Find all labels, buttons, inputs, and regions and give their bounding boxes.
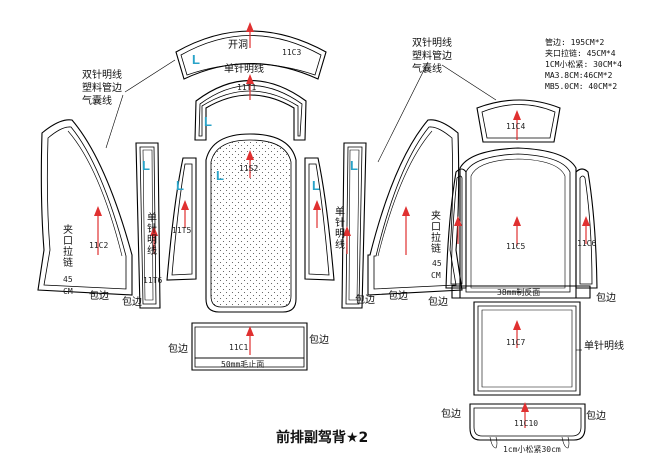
leader-lines (105, 59, 582, 351)
piece-11T5 (166, 157, 197, 281)
spec-piping: 管边: 195CM*2 (545, 37, 605, 47)
label-zipper-right-unit: CM (431, 271, 441, 280)
spec-elastic: 1CM小松紧: 30CM*4 (545, 59, 622, 69)
spec-mb: MB5.0CM: 40CM*2 (545, 82, 617, 91)
label-airbag-line-left: 气囊线 (82, 94, 112, 107)
piece-11C3 (175, 30, 327, 80)
L-mark: L (176, 178, 184, 193)
label-strip-38mm: 38mm制反面 (497, 287, 540, 297)
label-binding: 包边 (89, 289, 109, 302)
grain-arrows (94, 22, 590, 428)
label-zipper-left-unit: CM (63, 287, 73, 296)
code-11C3: 11C3 (282, 48, 301, 57)
label-zipper-left-length: 45 (63, 275, 73, 284)
piece-11C2 (37, 119, 133, 296)
piece-11C10 (469, 403, 586, 449)
piece-11C7 (473, 301, 581, 396)
piece-11T6 (135, 142, 161, 309)
code-11T5: 11T5 (172, 226, 191, 235)
label-zipper-right-length: 45 (432, 259, 442, 268)
label-binding: 包边 (168, 342, 188, 355)
code-11C10: 11C10 (514, 419, 538, 428)
annotation-labels: 开洞 单针明线 双针明线 塑料管边 气囊线 双针明线 塑料管边 气囊线 单针明线… (61, 36, 625, 454)
code-11C7: 11C7 (506, 338, 525, 347)
label-binding: 包边 (441, 407, 461, 420)
code-11C5: 11C5 (506, 242, 525, 251)
label-single-stitch-right: 单针明线 (584, 339, 624, 352)
label-binding: 包边 (355, 293, 375, 306)
code-11C1: 11C1 (229, 343, 248, 352)
L-mark: L (312, 178, 320, 193)
piece-codes: 11C3 11T1 11S2 11T5 11T6 11C2 11C1 11C4 … (89, 48, 596, 428)
label-binding: 包边 (122, 295, 142, 308)
code-11T1: 11T1 (237, 83, 256, 92)
L-mark: L (216, 168, 224, 183)
label-single-stitch-top: 单针明线 (224, 62, 264, 75)
code-11T6: 11T6 (143, 276, 162, 285)
label-zipper-left: 夹口拉链 (61, 223, 73, 268)
label-plastic-piping-right: 塑料管边 (412, 49, 452, 62)
piece-11C4 (476, 99, 561, 143)
label-plastic-piping-left: 塑料管边 (82, 81, 122, 94)
code-11C4: 11C4 (506, 122, 525, 131)
fabric-direction-marks: L L L L L L L (142, 52, 358, 193)
label-strip-50mm: 50mm毛止面 (221, 359, 264, 369)
piece-11C2-mirror (367, 119, 463, 296)
L-mark: L (142, 158, 150, 173)
piece-11T5-mirror (304, 157, 335, 281)
label-single-stitch-v-right: 单针明线 (333, 206, 345, 250)
label-binding: 包边 (428, 295, 448, 308)
label-double-stitch-left: 双针明线 (82, 68, 122, 81)
piece-11C6-left (445, 168, 467, 289)
label-binding: 包边 (388, 289, 408, 302)
spec-list: 管边: 195CM*2 夹口拉链: 45CM*4 1CM小松紧: 30CM*4 … (545, 37, 622, 91)
piece-11S2 (205, 133, 297, 313)
L-mark: L (204, 114, 212, 129)
L-mark: L (350, 158, 358, 173)
spec-ma: MA3.8CM:46CM*2 (545, 71, 613, 80)
code-11S2: 11S2 (239, 164, 258, 173)
piece-strip-38 (451, 285, 591, 299)
label-double-stitch-right: 双针明线 (412, 36, 452, 49)
piece-11C5 (459, 147, 577, 299)
label-airbag-line-right: 气囊线 (412, 62, 442, 75)
piece-11T1 (194, 79, 307, 141)
piece-11C1 (191, 322, 308, 371)
label-elastic: 1cm小松紧30cm (503, 444, 561, 454)
spec-zipper: 夹口拉链: 45CM*4 (545, 48, 616, 58)
label-kaidong: 开洞 (228, 39, 248, 51)
piece-11C6 (575, 168, 598, 289)
label-binding: 包边 (309, 333, 329, 346)
label-binding: 包边 (596, 291, 616, 304)
code-11C6: 11C6 (577, 239, 596, 248)
label-zipper-right: 夹口拉链 (429, 209, 441, 254)
label-binding: 包边 (586, 409, 606, 422)
page-title: 前排副驾背★2 (276, 429, 368, 446)
L-mark: L (192, 52, 200, 67)
label-single-stitch-v-left: 单针明线 (145, 212, 157, 256)
code-11C2: 11C2 (89, 241, 108, 250)
